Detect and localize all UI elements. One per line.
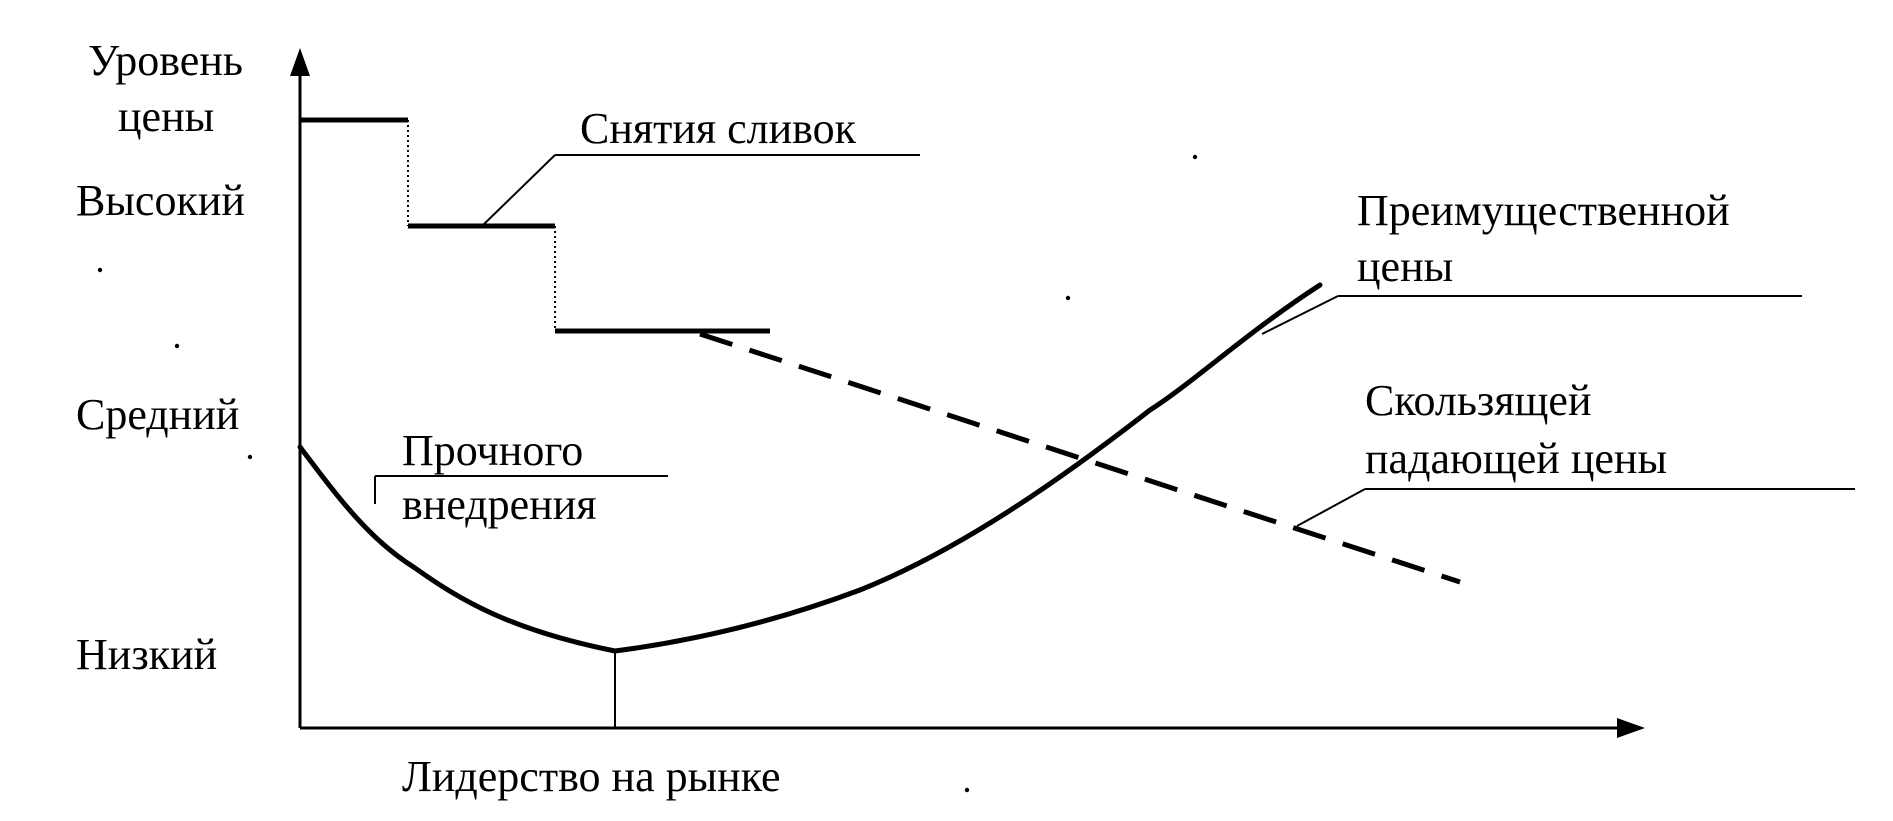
label-premium-line1: Преимущественной (1357, 186, 1730, 235)
x-axis-arrow (1617, 718, 1645, 738)
speck (247, 454, 253, 460)
scan-specks (97, 154, 1198, 793)
y-axis-arrow (290, 48, 310, 76)
label-skimming: Снятия сливок (580, 104, 857, 153)
sliding-price-line (699, 331, 1461, 585)
premium-leader (1261, 295, 1339, 335)
penetration-premium-curve (297, 282, 1323, 654)
sliding-leader (1296, 488, 1366, 527)
label-penetration-line2: внедрения (402, 480, 597, 529)
skimming-staircase (300, 117, 770, 334)
axes (290, 48, 1645, 738)
label-penetration-line1: Прочного (402, 426, 584, 475)
speck (1192, 154, 1198, 160)
y-axis-title-line2: цены (118, 92, 215, 141)
skimming-leader (481, 154, 556, 227)
speck (964, 787, 970, 793)
x-axis-title: Лидерство на рынке (402, 752, 781, 801)
speck (1065, 295, 1071, 301)
y-level-high: Высокий (76, 176, 245, 225)
y-level-low: Низкий (76, 630, 218, 679)
y-level-medium: Средний (76, 390, 240, 439)
y-axis-title-line1: Уровень (88, 36, 243, 85)
label-premium-line2: цены (1357, 242, 1454, 291)
leader-lines (374, 154, 1855, 728)
speck (174, 343, 180, 349)
label-sliding-line2: падающей цены (1365, 434, 1668, 483)
speck (97, 267, 103, 273)
label-sliding-line1: Скользящей (1365, 376, 1592, 425)
